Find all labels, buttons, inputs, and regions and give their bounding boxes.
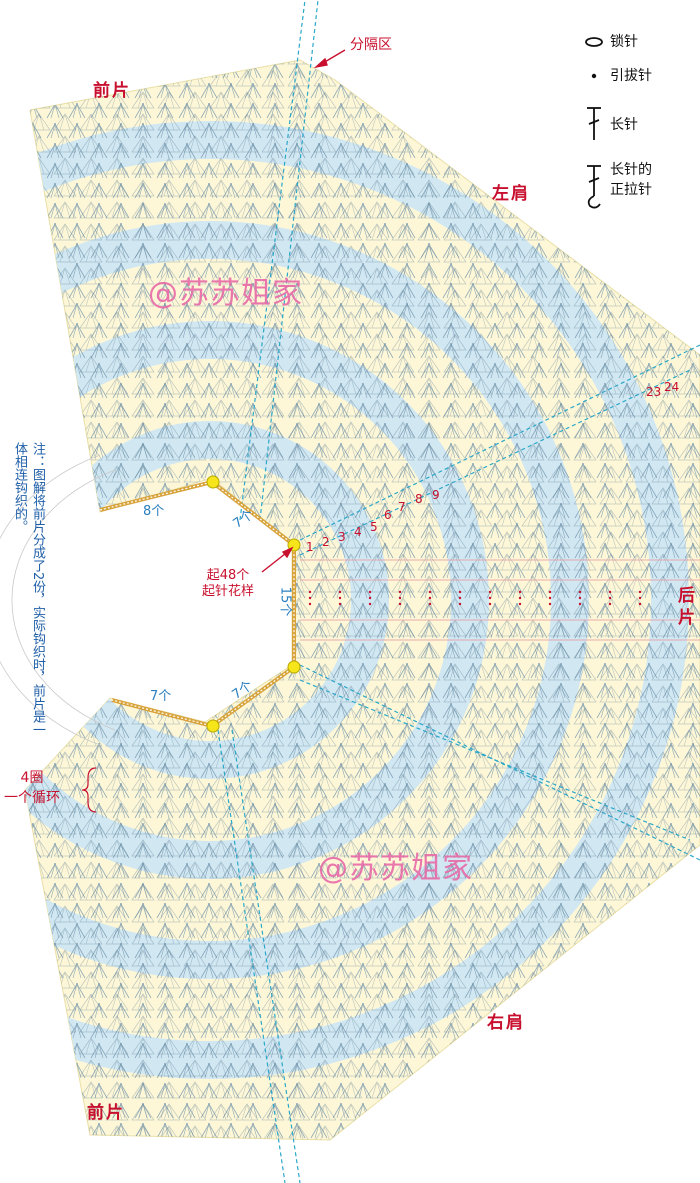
legend-front-post-dc-line1: 长针的 [610, 162, 652, 178]
legend-icons [585, 37, 603, 209]
start-label-line2: 起针花样 [202, 584, 255, 599]
front-post-dc-icon [587, 165, 601, 209]
back-label-line1: 后 [678, 586, 697, 606]
round-number: 9 [432, 488, 440, 502]
cycle-label-line2: 一个循环 [4, 790, 60, 806]
round-number: 8 [415, 492, 423, 506]
round-number: 7 [398, 500, 406, 514]
chain-icon [585, 37, 603, 47]
count-front-top: 8个 [143, 504, 165, 519]
right-shoulder-label: 右肩 [487, 1013, 525, 1033]
round-number: 5 [370, 520, 378, 534]
construction-note: 注：图解将前片分成了2份，实际钩织时，前片是一体相连钩织的。 [12, 442, 45, 737]
corner-markers [206, 475, 301, 733]
start-label-line1: 起48个 [206, 568, 250, 583]
divider-arrow [313, 49, 346, 69]
count-back: 15个 [277, 586, 293, 617]
double-crochet-icon [587, 107, 601, 140]
slip-stitch-icon [591, 73, 597, 79]
legend-double-crochet-label: 长针 [610, 117, 638, 133]
left-shoulder-label: 左肩 [492, 184, 530, 204]
round-number: 2 [322, 535, 330, 549]
legend-chain-label: 锁针 [610, 34, 638, 50]
legend-front-post-dc-label: 长针的 正拉针 [610, 160, 652, 200]
raglan-divider-lines [217, 0, 700, 1183]
start-label: 起48个 起针花样 [202, 568, 254, 600]
watermark-top: @苏苏姐家 [148, 276, 303, 311]
cycle-label: 4圈 一个循环 [4, 768, 60, 808]
legend-slip-stitch-label: 引拔针 [610, 68, 652, 84]
back-label: 后 片 [678, 585, 698, 629]
round-number: 23 [646, 385, 662, 399]
round-number: 4 [354, 525, 362, 539]
front-bottom-label: 前片 [87, 1103, 125, 1123]
back-label-line2: 片 [678, 608, 697, 628]
cycle-brace [81, 767, 97, 813]
start-arrow [261, 546, 294, 573]
round-number: 3 [338, 530, 346, 544]
count-front-bottom: 7个 [150, 689, 172, 704]
divider-label: 分隔区 [350, 37, 392, 53]
round-number: 1 [306, 540, 314, 554]
front-top-label: 前片 [93, 81, 131, 101]
legend-front-post-dc-line2: 正拉针 [610, 182, 652, 198]
round-number: 24 [664, 380, 680, 394]
round-number: 6 [384, 508, 392, 522]
cycle-label-line1: 4圈 [20, 770, 44, 786]
watermark-bottom: @苏苏姐家 [318, 851, 473, 886]
